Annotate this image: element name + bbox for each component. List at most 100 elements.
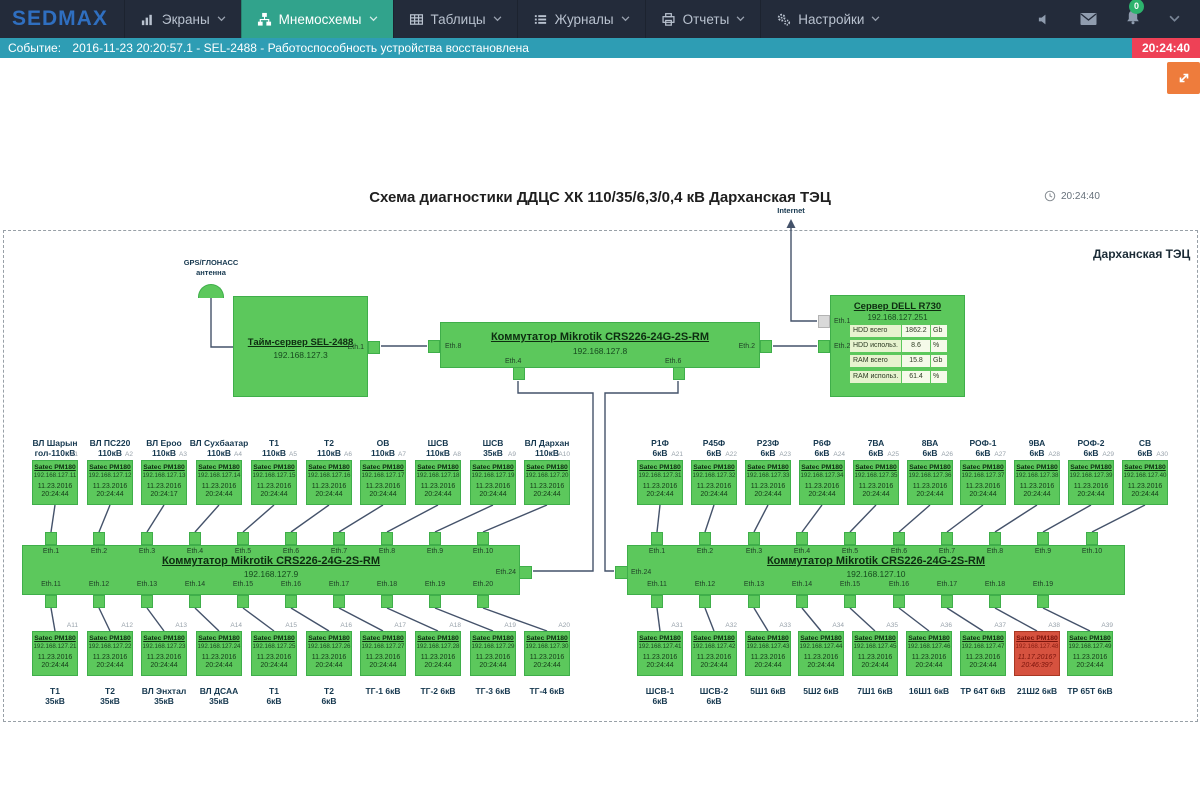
dev-date: 11.23.2016	[908, 483, 952, 490]
dev-time: 20:24:44	[142, 662, 186, 669]
envelope-icon[interactable]	[1080, 12, 1097, 26]
device-A15[interactable]: Satec PM180192.168.127.2511.23.201620:24…	[251, 631, 297, 676]
event-ticker: Событие: 2016-11-23 20:20:57.1 - SEL-248…	[0, 38, 1200, 58]
device-A26[interactable]: Satec PM180192.168.127.3611.23.201620:24…	[907, 460, 953, 505]
device-A18[interactable]: Satec PM180192.168.127.2811.23.201620:24…	[415, 631, 461, 676]
dev-ip: 192.168.127.21	[33, 643, 77, 650]
chevron-down-icon	[736, 16, 745, 22]
dev-name: Satec PM180	[416, 464, 460, 471]
server-box[interactable]: Сервер DELL R730 192.168.127.251 HDD все…	[830, 295, 965, 397]
nav-tab-journals[interactable]: Журналы	[517, 0, 645, 38]
device-A34[interactable]: Satec PM180192.168.127.4411.23.201620:24…	[798, 631, 844, 676]
port-label: Eth.1	[834, 318, 850, 325]
port-label: Eth.6	[275, 548, 307, 555]
eth-port	[748, 595, 760, 608]
fullscreen-button[interactable]	[1167, 62, 1200, 94]
device-A21[interactable]: Satec PM180192.168.127.3111.23.201620:24…	[637, 460, 683, 505]
dev-date: 11.23.2016	[197, 654, 241, 661]
dev-name: Satec PM180	[961, 464, 1005, 471]
dev-time: 20:24:44	[908, 491, 952, 498]
internet-label: Internet	[769, 206, 813, 215]
notifications[interactable]: 0	[1125, 9, 1141, 30]
device-A16[interactable]: Satec PM180192.168.127.2611.23.201620:24…	[306, 631, 352, 676]
device-A23[interactable]: Satec PM180192.168.127.3311.23.201620:24…	[745, 460, 791, 505]
device-A30[interactable]: Satec PM180192.168.127.4011.23.201620:24…	[1122, 460, 1168, 505]
chevron-down-icon[interactable]	[1169, 15, 1180, 23]
port-label: Eth.2	[834, 343, 850, 350]
device-A4[interactable]: Satec PM180192.168.127.1411.23.201620:24…	[196, 460, 242, 505]
chevron-down-icon	[217, 16, 226, 22]
dev-name: Satec PM180	[1015, 464, 1059, 471]
port-label: Eth.5	[834, 548, 866, 555]
app-logo[interactable]: SEDMAX	[12, 7, 108, 31]
device-A35[interactable]: Satec PM180192.168.127.4511.23.201620:24…	[852, 631, 898, 676]
dev-date: 11.23.2016	[88, 654, 132, 661]
device-A33[interactable]: Satec PM180192.168.127.4311.23.201620:24…	[745, 631, 791, 676]
device-id: A38	[1014, 622, 1060, 629]
device-id: A30	[1122, 451, 1168, 458]
nav-tab-mnemoschemes[interactable]: Мнемосхемы	[241, 0, 393, 38]
port-label: Eth.15	[834, 581, 866, 588]
dev-time: 20:24:44	[361, 662, 405, 669]
time-server-box[interactable]: Тайм-сервер SEL-2488 192.168.127.3 Eth.1	[233, 296, 368, 397]
nav-tab-settings[interactable]: Настройки	[760, 0, 895, 38]
device-A2[interactable]: Satec PM180192.168.127.1211.23.201620:24…	[87, 460, 133, 505]
dev-name: Satec PM180	[1015, 635, 1059, 642]
device-A20[interactable]: Satec PM180192.168.127.3011.23.201620:24…	[524, 631, 570, 676]
nav-tab-screens[interactable]: Экраны	[124, 0, 241, 38]
device-A3[interactable]: Satec PM180192.168.127.1311.23.201620:24…	[141, 460, 187, 505]
port-label: Eth.9	[1027, 548, 1059, 555]
eth-port	[893, 595, 905, 608]
device-A17[interactable]: Satec PM180192.168.127.2711.23.201620:24…	[360, 631, 406, 676]
dev-ip: 192.168.127.39	[1069, 472, 1113, 479]
device-A1[interactable]: Satec PM180192.168.127.1111.23.201620:24…	[32, 460, 78, 505]
device-A38[interactable]: Satec PM180192.168.127.4811.17.2016?20:4…	[1014, 631, 1060, 676]
port-label: Eth.15	[227, 581, 259, 588]
device-A13[interactable]: Satec PM180192.168.127.2311.23.201620:24…	[141, 631, 187, 676]
stat-row: HDD использ.8.6%	[850, 340, 947, 352]
port-label: Eth.4	[505, 358, 521, 365]
core-switch-box[interactable]: Коммутатор Mikrotik CRS226-24G-2S-RM 192…	[440, 322, 760, 368]
device-A27[interactable]: Satec PM180192.168.127.3711.23.201620:24…	[960, 460, 1006, 505]
device-A8[interactable]: Satec PM180192.168.127.1811.23.201620:24…	[415, 460, 461, 505]
device-A6[interactable]: Satec PM180192.168.127.1611.23.201620:24…	[306, 460, 352, 505]
device-A25[interactable]: Satec PM180192.168.127.3511.23.201620:24…	[853, 460, 899, 505]
device-A10[interactable]: Satec PM180192.168.127.2011.23.201620:24…	[524, 460, 570, 505]
device-A7[interactable]: Satec PM180192.168.127.1711.23.201620:24…	[360, 460, 406, 505]
dev-name: Satec PM180	[471, 635, 515, 642]
dev-time: 20:24:44	[471, 662, 515, 669]
device-A37[interactable]: Satec PM180192.168.127.4711.23.201620:24…	[960, 631, 1006, 676]
device-A32[interactable]: Satec PM180192.168.127.4211.23.201620:24…	[691, 631, 737, 676]
device-A12[interactable]: Satec PM180192.168.127.2211.23.201620:24…	[87, 631, 133, 676]
nav-tab-reports[interactable]: Отчеты	[645, 0, 761, 38]
eth-port	[237, 532, 249, 545]
chevron-down-icon	[621, 16, 630, 22]
dev-ip: 192.168.127.14	[197, 472, 241, 479]
dev-name: Satec PM180	[33, 464, 77, 471]
device-A22[interactable]: Satec PM180192.168.127.3211.23.201620:24…	[691, 460, 737, 505]
gears-icon	[776, 12, 791, 27]
dev-name: Satec PM180	[361, 464, 405, 471]
eth-port	[513, 367, 525, 380]
equipment-name: Коммутатор Mikrotik CRS226-24G-2S-RM	[441, 331, 759, 343]
plant-name-label: Дарханская ТЭЦ	[1093, 247, 1190, 261]
device-A19[interactable]: Satec PM180192.168.127.2911.23.201620:24…	[470, 631, 516, 676]
speaker-icon[interactable]	[1037, 12, 1052, 27]
port-label: Eth.16	[883, 581, 915, 588]
device-A14[interactable]: Satec PM180192.168.127.2411.23.201620:24…	[196, 631, 242, 676]
dev-ip: 192.168.127.18	[416, 472, 460, 479]
device-A39[interactable]: Satec PM180192.168.127.4911.23.201620:24…	[1067, 631, 1113, 676]
device-A9[interactable]: Satec PM180192.168.127.1911.23.201620:24…	[470, 460, 516, 505]
device-A11[interactable]: Satec PM180192.168.127.2111.23.201620:24…	[32, 631, 78, 676]
device-A5[interactable]: Satec PM180192.168.127.1511.23.201620:24…	[251, 460, 297, 505]
dev-ip: 192.168.127.12	[88, 472, 132, 479]
nav-tab-tables[interactable]: Таблицы	[393, 0, 517, 38]
device-A31[interactable]: Satec PM180192.168.127.4111.23.201620:24…	[637, 631, 683, 676]
device-A24[interactable]: Satec PM180192.168.127.3411.23.201620:24…	[799, 460, 845, 505]
device-A29[interactable]: Satec PM180192.168.127.3911.23.201620:24…	[1068, 460, 1114, 505]
device-A28[interactable]: Satec PM180192.168.127.3811.23.201620:24…	[1014, 460, 1060, 505]
device-id: A18	[415, 622, 461, 629]
device-A36[interactable]: Satec PM180192.168.127.4611.23.201620:24…	[906, 631, 952, 676]
dev-time: 20:24:44	[197, 491, 241, 498]
dev-name: Satec PM180	[854, 464, 898, 471]
